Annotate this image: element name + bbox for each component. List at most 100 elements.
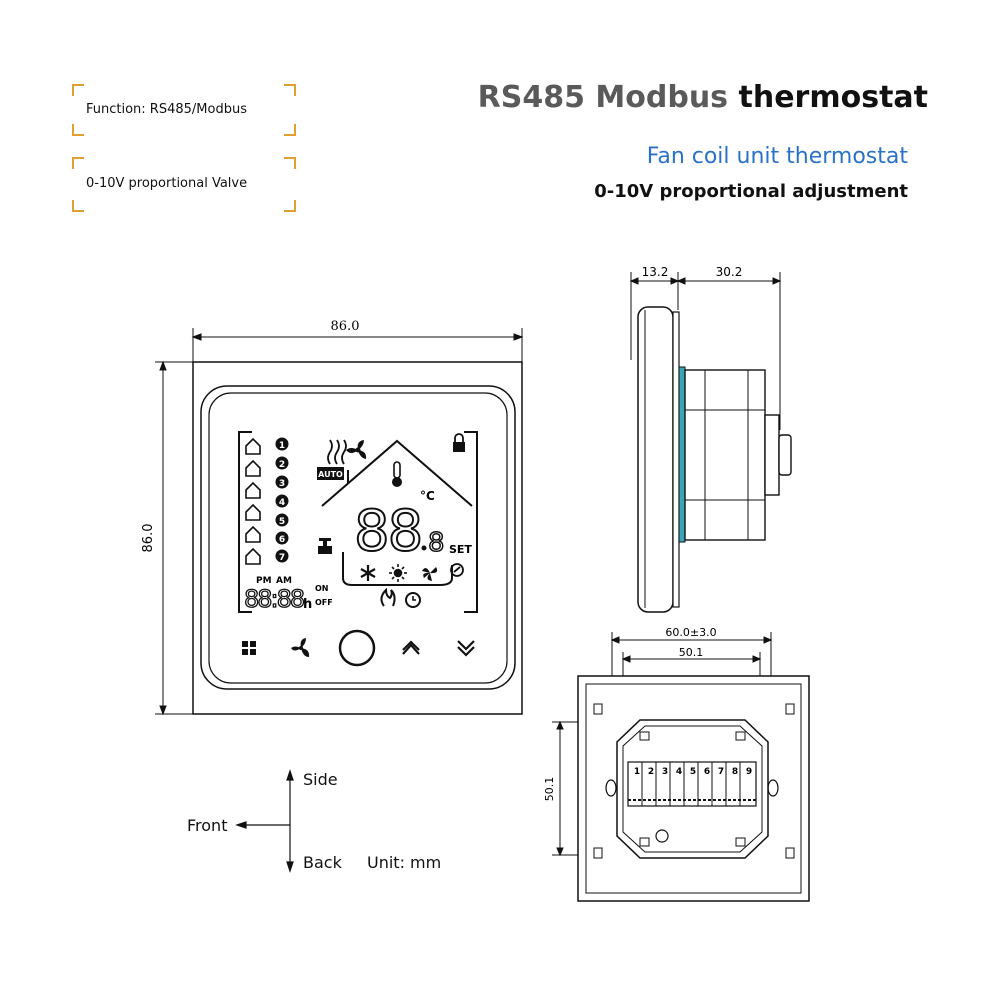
clock-suffix: h [303,597,312,612]
terminal-7: 7 [718,767,724,777]
bracket-corner [284,157,296,169]
clock-icon [405,592,421,608]
side-dim-front: 13.2 [642,265,669,279]
legend-unit: Unit: mm [367,853,442,872]
back-octagon-inner [622,725,763,853]
thermometer-icon [392,461,402,487]
feature-box-valve: 0-10V proportional Valve [72,157,296,212]
bracket-corner [72,84,84,96]
program-number-7: 7 [275,549,289,563]
legend-front: Front [187,816,228,835]
program-number-1: 1 [275,437,289,451]
terminal-2: 2 [648,767,654,777]
heat-waves-icon [327,439,347,465]
back-octagon-clips [639,731,746,847]
sun-icon [389,564,407,582]
back-screw-hole [655,829,669,843]
auto-badge [317,467,344,480]
svg-text:4: 4 [279,498,285,508]
svg-text:1: 1 [279,441,285,451]
terminal-4: 4 [676,767,682,777]
back-dim-inner: 50.1 [679,646,704,659]
feature-label-valve: 0-10V proportional Valve [86,176,248,191]
side-bezel [672,311,680,608]
width-dim-label: 86.0 [331,319,360,334]
back-dim-outer: 60.0±3.0 [665,626,716,639]
pm-label: PM [256,576,272,586]
up-button-chevrons[interactable] [402,640,420,651]
page-title: RS485 Modbus thermostat [478,80,928,115]
program-number-2: 2 [275,456,289,470]
bracket-corner [72,124,84,136]
program-number-6: 6 [275,531,289,545]
menu-button[interactable] [242,641,256,655]
fan-button[interactable] [291,638,310,657]
bracket-corner [284,200,296,212]
subtitle: Fan coil unit thermostat [646,144,908,169]
lock-icon [453,433,465,452]
valve-icon [318,538,332,554]
bracket-corner [284,84,296,96]
program-number-list: 1 2 3 4 5 6 7 [275,437,289,563]
temp-unit: °C [420,489,435,503]
temp-digits: 88 [354,499,421,564]
side-teal-gasket [678,366,686,543]
am-label: AM [276,576,292,586]
side-dimensions [629,272,782,430]
subtitle-2: 0-10V proportional adjustment [594,181,908,202]
lcd-frame [238,431,478,613]
width-dimension [191,328,524,362]
program-icons [245,437,261,565]
up-button[interactable] [402,643,420,655]
fan-mode-icon [422,567,438,581]
back-dim-vertical: 50.1 [543,777,556,802]
program-number-5: 5 [275,513,289,527]
temp-decimal-digit: 8 [428,528,445,558]
bracket-corner [72,157,84,169]
front-view-drawing: 86.0 86.0 1 2 3 4 5 6 7 [141,319,524,716]
auto-label: AUTO [318,470,343,479]
set-label: SET [449,543,472,556]
terminal-6: 6 [704,767,710,777]
house-outline-icon [321,439,473,586]
terminal-9: 9 [746,767,752,777]
feature-box-function: Function: RS485/Modbus [72,84,296,136]
program-number-4: 4 [275,494,289,508]
back-view-drawing: 60.0±3.0 50.1 50.1 1 2 3 4 5 6 7 8 9 [543,626,810,902]
terminal-1: 1 [634,767,640,777]
svg-text:5: 5 [279,517,285,527]
svg-text:2: 2 [279,460,285,470]
title-part-1: RS485 Modbus [477,80,729,115]
legend-side: Side [303,770,338,789]
svg-text:7: 7 [279,553,285,563]
off-label: OFF [315,598,333,607]
small-fan-icon [346,440,367,459]
clock-digits: 88:88 [244,585,304,613]
on-label: ON [315,584,329,593]
svg-text:3: 3 [279,479,285,489]
decimal-point [421,545,427,551]
terminal-block [627,761,757,807]
side-dim-back: 30.2 [716,265,743,279]
flame-icon [380,587,396,607]
height-dimension [155,360,193,716]
svg-text:6: 6 [279,535,285,545]
orientation-arrows [235,769,294,873]
program-number-3: 3 [275,475,289,489]
bracket-corner [72,200,84,212]
side-back-housing [684,369,792,541]
side-view-drawing: 13.2 30.2 [629,265,792,613]
side-faceplate [637,306,674,613]
back-plate-inner [585,683,802,894]
back-corner-clips [593,703,795,859]
terminal-8: 8 [732,767,738,777]
temperature-display: 88 8 [353,498,445,565]
terminal-5: 5 [690,767,696,777]
power-button[interactable] [338,629,376,667]
feature-label-function: Function: RS485/Modbus [86,102,247,117]
down-button[interactable] [457,640,475,657]
height-dim-label: 86.0 [141,524,156,553]
eco-icon [450,563,464,577]
title-part-2: thermostat [738,80,929,115]
terminal-3: 3 [662,767,668,777]
